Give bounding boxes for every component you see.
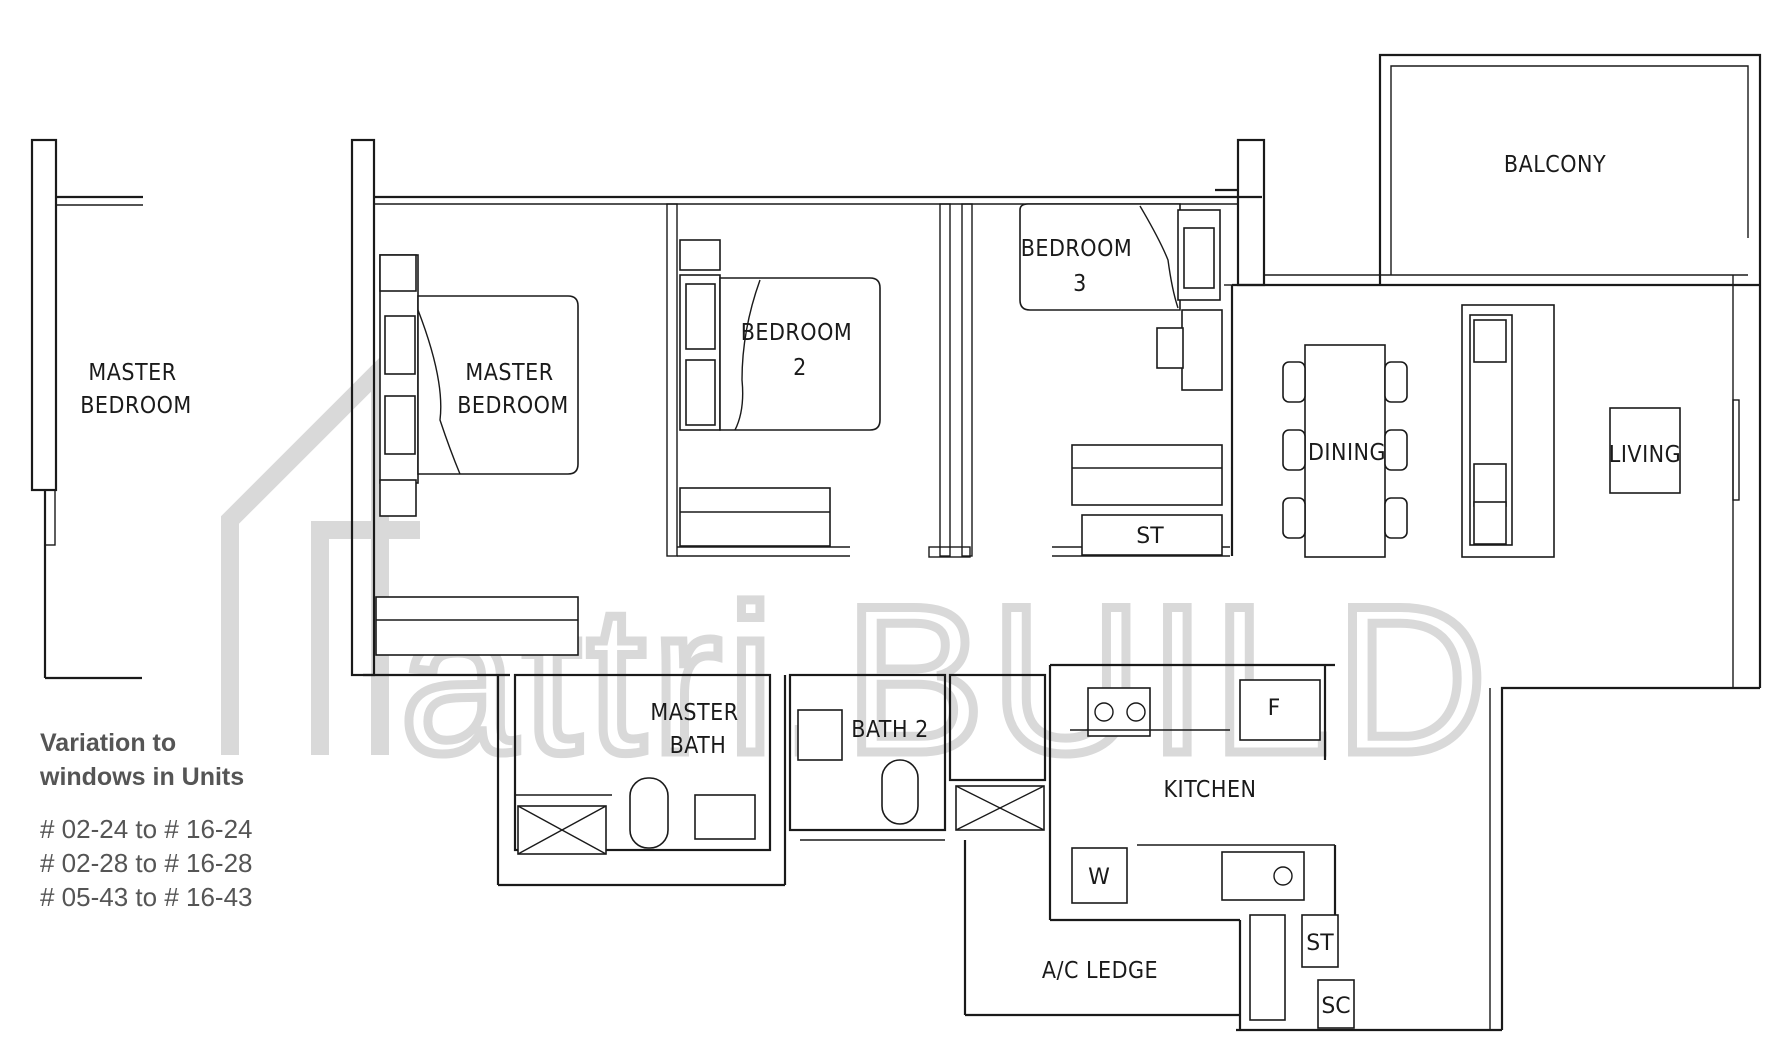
bedroom2-wardrobe bbox=[679, 487, 831, 547]
label-line: MASTER bbox=[650, 700, 738, 726]
kitchen-store bbox=[1301, 914, 1339, 968]
kitchen-lower-counter bbox=[1137, 844, 1337, 920]
main-walls bbox=[350, 53, 1762, 1032]
living-tv-console bbox=[1609, 407, 1681, 494]
kitchen-sink bbox=[1221, 851, 1305, 901]
room-label-bath-2: BATH 2 bbox=[851, 717, 929, 743]
label-line: MASTER bbox=[465, 360, 553, 386]
master-bed bbox=[379, 254, 579, 517]
kitchen-washer bbox=[1071, 847, 1128, 904]
notes-unit-range: # 02-28 to # 16-28 bbox=[40, 848, 253, 878]
room-label-master-bath: MASTER BATH bbox=[650, 700, 745, 759]
label-line: BATH bbox=[670, 733, 727, 759]
bath2-walls bbox=[788, 673, 947, 841]
label-service-closet: SC bbox=[1321, 994, 1350, 1019]
variation-notes: Variation to windows in Units # 02-24 to… bbox=[40, 726, 253, 914]
label-line: BEDROOM bbox=[1021, 236, 1133, 262]
master-bath-shower bbox=[517, 805, 607, 855]
label-line: BEDROOM bbox=[741, 320, 853, 346]
living-sofa bbox=[1461, 304, 1555, 558]
label-store-kitchen: ST bbox=[1306, 931, 1334, 956]
master-wardrobe bbox=[375, 596, 579, 656]
room-label-balcony: BALCONY bbox=[1504, 152, 1606, 178]
notes-heading-line2: windows in Units bbox=[40, 763, 245, 791]
bedroom3-wardrobe bbox=[1071, 444, 1223, 556]
notes-heading-line1: Variation to bbox=[40, 729, 177, 757]
bedroom3-desk bbox=[1156, 309, 1223, 391]
bath2-wc bbox=[881, 759, 919, 825]
bath2-basin bbox=[797, 709, 843, 761]
dining-table bbox=[1282, 344, 1408, 558]
label-washer: W bbox=[1088, 865, 1110, 890]
room-label-bedroom-3: BEDROOM 3 bbox=[1021, 236, 1140, 297]
room-label-dining: DINING bbox=[1308, 440, 1386, 466]
kitchen-service-closet bbox=[1317, 979, 1355, 1029]
room-label-kitchen: KITCHEN bbox=[1163, 777, 1256, 803]
kitchen-ac-unit bbox=[1249, 914, 1286, 1021]
notes-unit-range: # 05-43 to # 16-43 bbox=[40, 882, 253, 912]
kitchen-fridge bbox=[1239, 679, 1321, 741]
room-label-ac-ledge: A/C LEDGE bbox=[1042, 958, 1158, 984]
master-bath-wc bbox=[629, 777, 669, 849]
label-line: BEDROOM bbox=[457, 393, 569, 419]
master-bath-walls bbox=[496, 673, 787, 887]
master-bath-basin bbox=[694, 794, 756, 840]
bedroom3-bed bbox=[1019, 203, 1221, 311]
room-label-master-bedroom-variation: MASTER BEDROOM bbox=[80, 360, 192, 419]
label-line: 3 bbox=[1073, 271, 1087, 297]
label-fridge: F bbox=[1268, 696, 1281, 721]
kitchen-hob bbox=[1087, 687, 1151, 737]
bedroom2-bed bbox=[679, 239, 881, 431]
variation-unit-outline bbox=[30, 138, 143, 680]
label-store-bedroom3: ST bbox=[1136, 524, 1164, 549]
room-label-living: LIVING bbox=[1609, 442, 1681, 468]
label-line: 2 bbox=[793, 355, 807, 381]
bath2-shower bbox=[948, 673, 1047, 831]
label-line: BEDROOM bbox=[80, 393, 192, 419]
kitchen-walls bbox=[963, 663, 1335, 1030]
room-label-master-bedroom: MASTER BEDROOM bbox=[457, 360, 569, 419]
label-line: MASTER bbox=[88, 360, 176, 386]
room-label-bedroom-2: BEDROOM 2 bbox=[741, 320, 860, 381]
notes-unit-range: # 02-24 to # 16-24 bbox=[40, 814, 253, 844]
